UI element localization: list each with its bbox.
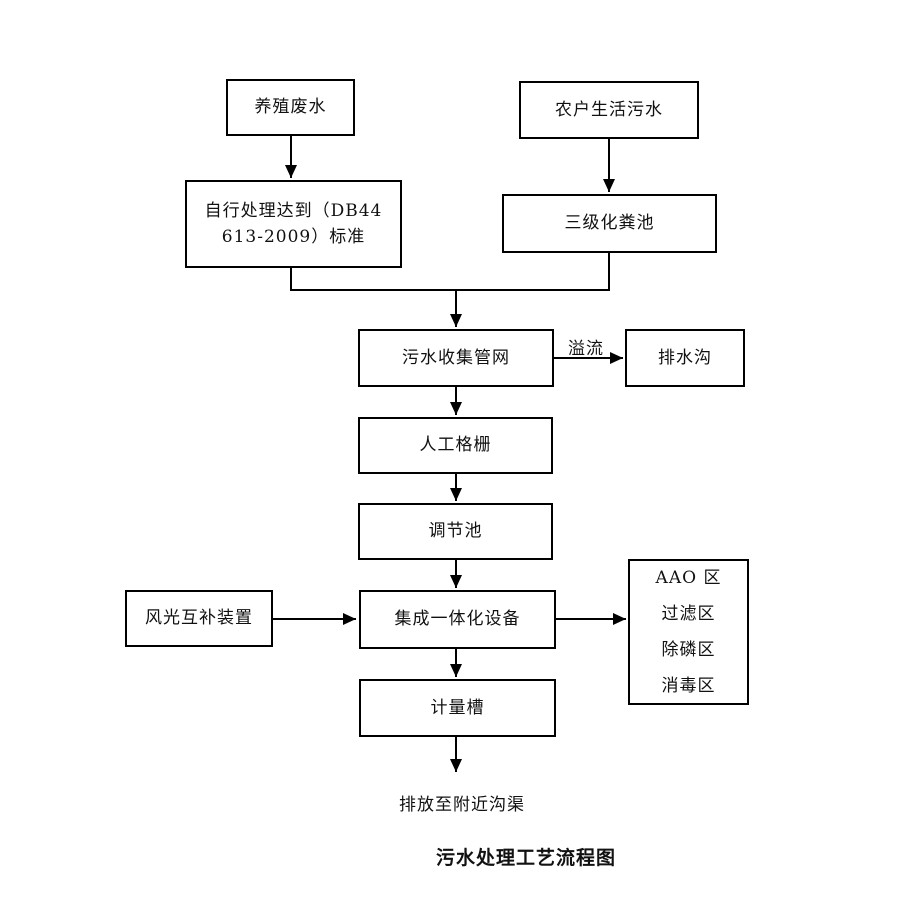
node-household-sewage: 农户生活污水 — [519, 81, 699, 139]
node-metering-tank: 计量槽 — [359, 679, 556, 737]
node-label: 计量槽 — [430, 697, 485, 718]
node-label: 养殖废水 — [254, 97, 327, 118]
node-self-treatment-standard: 自行处理达到（DB44 613-2009）标准 — [185, 180, 402, 268]
node-label: 人工格栅 — [419, 435, 492, 456]
node-label: 三级化粪池 — [564, 213, 655, 234]
diagram-caption: 污水处理工艺流程图 — [435, 847, 617, 869]
node-label: 农户生活污水 — [555, 99, 663, 120]
overflow-arrow-label: 溢流 — [568, 339, 604, 359]
zone-label-filter: 过滤区 — [661, 604, 716, 624]
node-farm-wastewater: 养殖废水 — [226, 79, 355, 136]
node-regulating-tank: 调节池 — [358, 503, 553, 560]
node-label: 集成一体化设备 — [394, 609, 521, 630]
node-integrated-equipment: 集成一体化设备 — [359, 590, 556, 649]
node-label-line2: 613-2009）标准 — [221, 227, 366, 247]
node-label: 风光互补装置 — [145, 608, 253, 629]
zone-label-disinfection: 消毒区 — [661, 676, 716, 696]
node-label: 污水收集管网 — [402, 347, 510, 368]
node-label-line1: 自行处理达到（DB44 — [204, 200, 383, 221]
node-sewage-collection-network: 污水收集管网 — [358, 329, 554, 387]
outfall-text: 排放至附近沟渠 — [399, 795, 525, 815]
node-septic-tank: 三级化粪池 — [502, 194, 717, 253]
node-manual-screen: 人工格栅 — [358, 417, 553, 474]
node-wind-solar-device: 风光互补装置 — [125, 590, 273, 647]
node-label: 调节池 — [428, 521, 483, 542]
node-treatment-zones: AAO 区 过滤区 除磷区 消毒区 — [628, 559, 749, 705]
node-label: 排水沟 — [658, 347, 712, 368]
node-drainage-ditch: 排水沟 — [625, 329, 745, 387]
zone-label-aao: AAO 区 — [655, 568, 722, 588]
zone-label-phosphorus-removal: 除磷区 — [661, 640, 716, 660]
